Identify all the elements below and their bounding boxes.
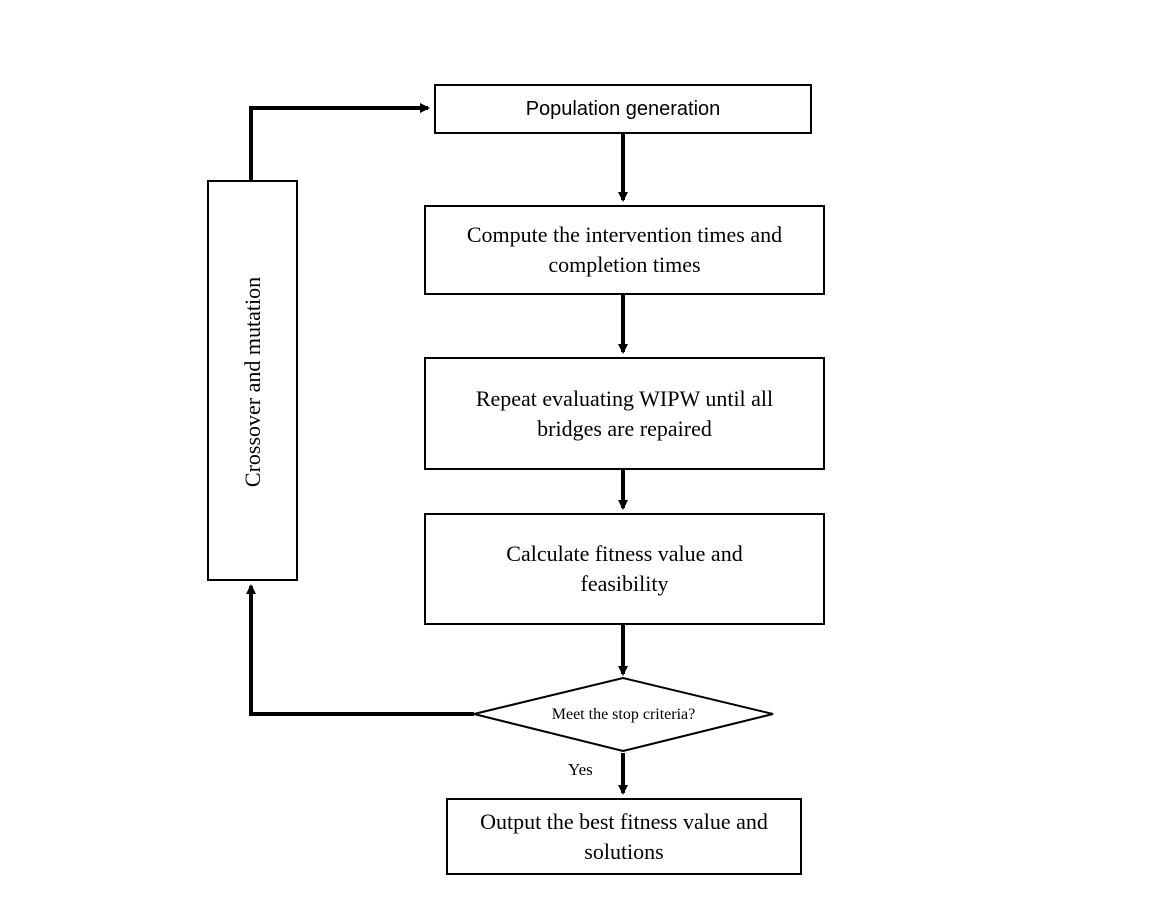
node-calculate-fitness-label: Calculate fitness value and feasibility bbox=[506, 541, 743, 596]
arrow-crossover-to-population bbox=[249, 103, 430, 180]
node-repeat-evaluating-label: Repeat evaluating WIPW until all bridges… bbox=[475, 385, 774, 441]
node-crossover-mutation-label: Crossover and mutation bbox=[240, 276, 265, 488]
edge-label-yes: Yes bbox=[568, 760, 593, 780]
decision-diamond-shape bbox=[473, 676, 774, 753]
node-crossover-mutation: Crossover and mutation bbox=[207, 180, 298, 581]
node-decision: Meet the stop criteria? bbox=[474, 699, 773, 731]
node-output-best-label: Output the best fitness value and soluti… bbox=[480, 808, 768, 864]
node-output-best: Output the best fitness value and soluti… bbox=[446, 798, 802, 875]
edge-label-yes-text: Yes bbox=[568, 760, 593, 779]
node-calculate-fitness: Calculate fitness value and feasibility bbox=[424, 513, 825, 625]
node-compute-times-label: Compute the intervention times and compl… bbox=[466, 222, 783, 277]
node-population-generation-label: Population generation bbox=[525, 97, 721, 120]
node-compute-times: Compute the intervention times and compl… bbox=[424, 205, 825, 295]
node-population-generation: Population generation bbox=[434, 84, 812, 134]
node-repeat-evaluating: Repeat evaluating WIPW until all bridges… bbox=[424, 357, 825, 470]
arrow-decision-to-crossover bbox=[246, 584, 474, 716]
node-decision-label: Meet the stop criteria? bbox=[551, 706, 696, 723]
